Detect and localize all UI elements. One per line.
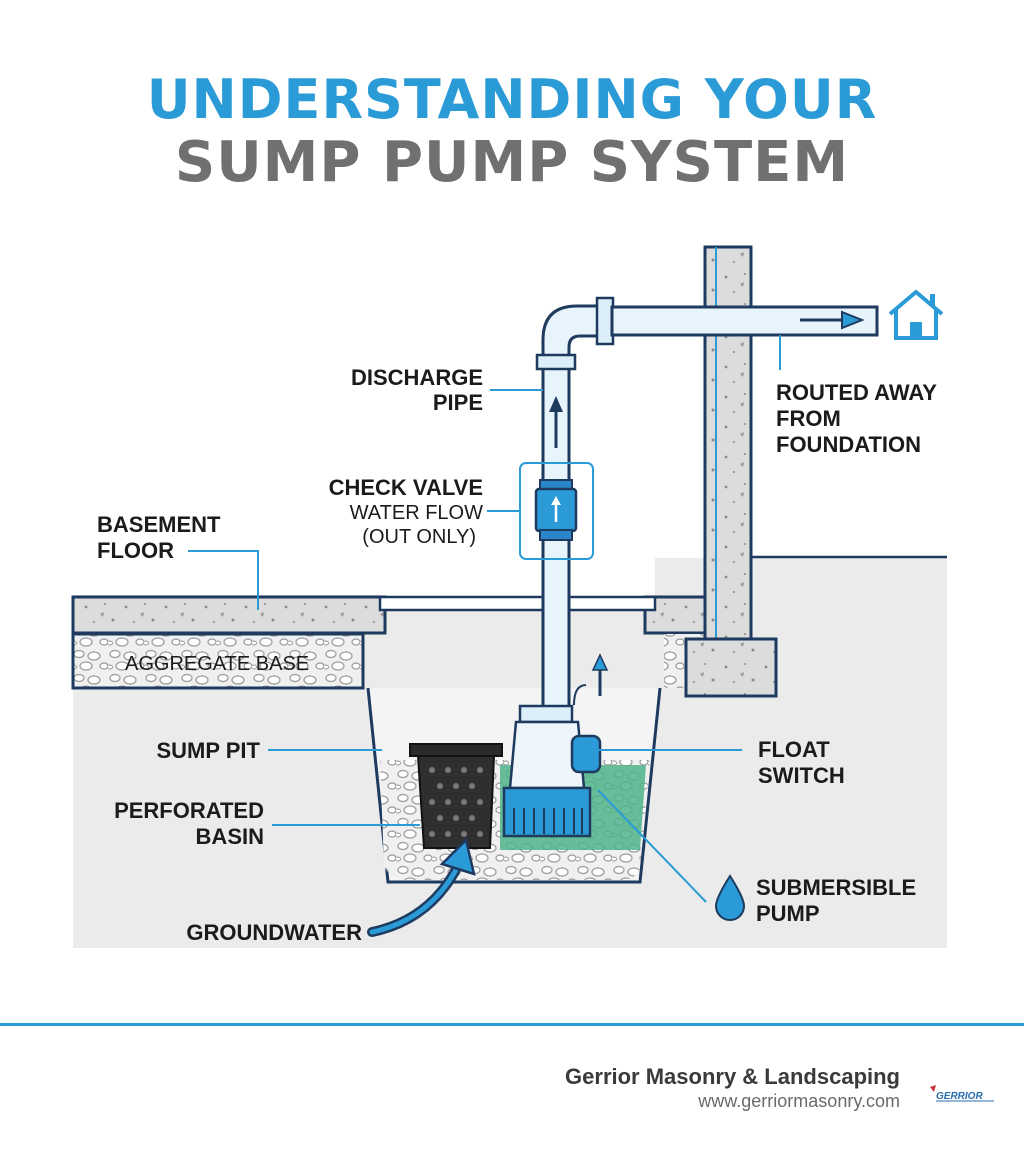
label-float-switch-1: FLOAT — [758, 737, 830, 762]
perforated-basin — [409, 743, 503, 849]
label-check-valve: CHECK VALVE — [329, 475, 483, 500]
label-perforated-basin-1: PERFORATED — [114, 798, 264, 823]
label-perforated-basin-2: BASIN — [196, 824, 264, 849]
label-water-flow-1: WATER FLOW — [350, 502, 483, 524]
label-discharge-pipe-1: DISCHARGE — [351, 365, 483, 390]
check-valve — [519, 462, 594, 560]
footer-url[interactable]: www.gerriormasonry.com — [698, 1091, 900, 1111]
right-arrow-icon — [800, 310, 865, 330]
house-icon — [888, 290, 944, 340]
svg-text:GERRIOR: GERRIOR — [936, 1091, 983, 1102]
label-basement-floor-1: BASEMENT — [97, 512, 221, 537]
water-drop-icon — [714, 874, 746, 921]
label-discharge-pipe-2: PIPE — [433, 390, 483, 415]
label-submersible-pump-1: SUBMERSIBLE — [756, 875, 916, 900]
label-aggregate-base: AGGREGATE BASE — [125, 653, 309, 675]
label-groundwater: GROUNDWATER — [186, 920, 362, 945]
footer-divider — [0, 1023, 1024, 1026]
label-float-switch-2: SWITCH — [758, 763, 845, 788]
label-basement-floor-2: FLOOR — [97, 538, 174, 563]
label-water-flow-2: (OUT ONLY) — [362, 526, 476, 548]
curved-arrow-icon — [367, 837, 476, 937]
sump-pump-diagram: DISCHARGE PIPE CHECK VALVE WATER FLOW (O… — [71, 245, 947, 948]
title-line-1: UNDERSTANDING YOUR — [146, 68, 878, 131]
leader-lines — [188, 335, 781, 903]
label-routed-away-2: FROM — [776, 406, 841, 431]
up-arrow-icon — [549, 396, 563, 448]
title-line-2: SUMP PUMP SYSTEM — [174, 130, 850, 195]
footer-brand: Gerrior Masonry & Landscaping — [565, 1064, 900, 1089]
label-submersible-pump-2: PUMP — [756, 901, 820, 926]
label-routed-away-3: FOUNDATION — [776, 432, 921, 457]
submersible-pump — [502, 653, 609, 838]
company-logo: GERRIOR — [930, 1085, 994, 1102]
label-sump-pit: SUMP PIT — [156, 738, 260, 763]
label-routed-away-1: ROUTED AWAY — [776, 380, 937, 405]
